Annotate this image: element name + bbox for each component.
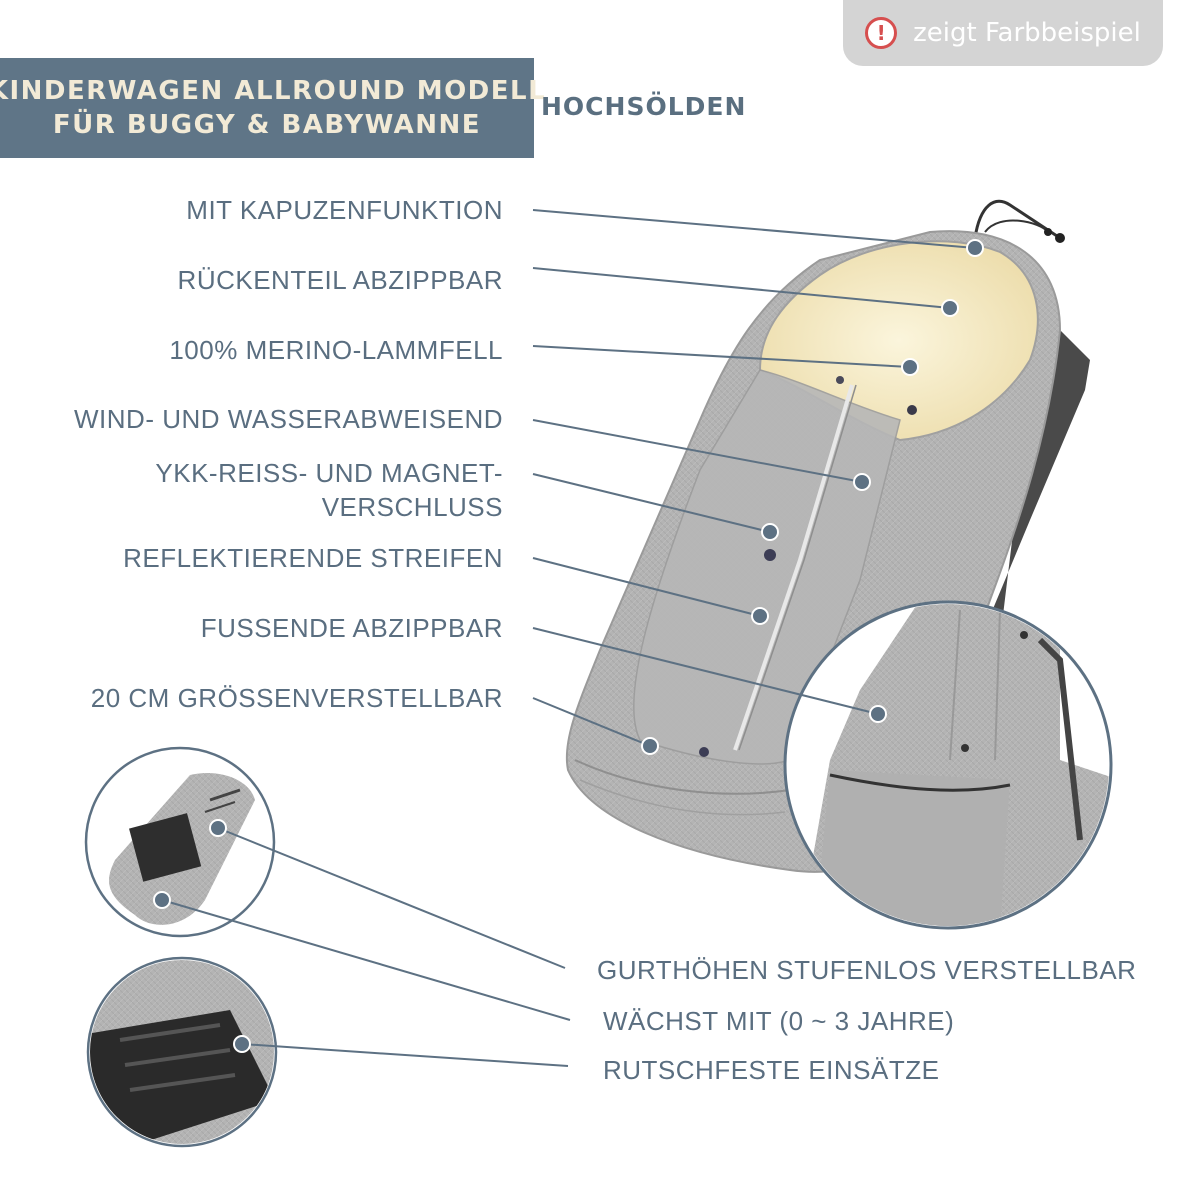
feature-anti-slip: RUTSCHFESTE EINSÄTZE <box>603 1055 940 1085</box>
feature-zipper-line-2: VERSCHLUSS <box>321 492 503 522</box>
warning-circle-icon: ! <box>865 17 898 49</box>
callout-lines <box>161 209 976 1067</box>
brand-name: HOCHSÖLDEN <box>541 92 747 121</box>
feature-wind-water: WIND- UND WASSERABWEISEND <box>74 404 503 434</box>
banner-line-2: FÜR BUGGY & BABYWANNE <box>52 110 482 140</box>
feature-reflective: REFLEKTIERENDE STREIFEN <box>123 543 503 573</box>
title-banner: KINDERWAGEN ALLROUND MODELL FÜR BUGGY & … <box>0 58 545 158</box>
feature-grows-with: WÄCHST MIT (0 ~ 3 JAHRE) <box>603 1006 955 1036</box>
detail-circle-belt <box>84 746 276 938</box>
feature-size-adjust: 20 CM GRÖSSENVERSTELLBAR <box>90 683 503 713</box>
banner-line-1: KINDERWAGEN ALLROUND MODELL <box>0 76 547 106</box>
callout-dots <box>153 239 984 1053</box>
feature-belt-height: GURTHÖHEN STUFENLOS VERSTELLBAR <box>597 955 1137 985</box>
color-example-badge: ! zeigt Farbbeispiel <box>843 0 1163 66</box>
feature-foot-end: FUSSENDE ABZIPPBAR <box>200 613 503 643</box>
detail-circle-anti-slip <box>86 956 278 1148</box>
feature-back-zip: RÜCKENTEIL ABZIPPBAR <box>177 265 503 295</box>
detail-circle-foot-end <box>783 600 1113 930</box>
badge-text: zeigt Farbbeispiel <box>913 18 1141 48</box>
feature-hood: MIT KAPUZENFUNKTION <box>186 195 503 225</box>
feature-merino: 100% MERINO-LAMMFELL <box>169 335 503 365</box>
feature-zipper-line-1: YKK-REISS- UND MAGNET- <box>155 458 503 488</box>
